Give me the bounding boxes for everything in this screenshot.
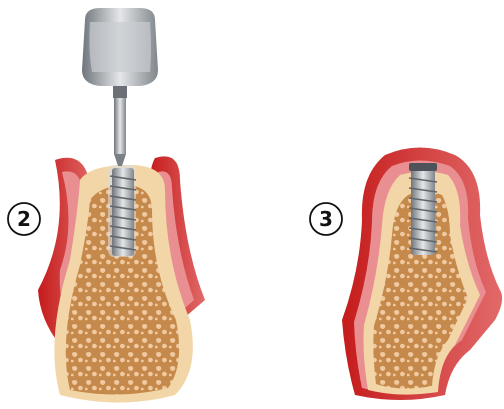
step-2-badge: 2 bbox=[8, 203, 40, 235]
step-3-badge: 3 bbox=[310, 203, 342, 235]
step-2-illustration: 2 bbox=[8, 8, 205, 403]
step-3-illustration: 3 bbox=[310, 148, 502, 401]
dental-implant-icon bbox=[108, 165, 136, 257]
step-2-number: 2 bbox=[17, 207, 31, 231]
step-3-number: 3 bbox=[319, 207, 333, 231]
dental-implant-icon bbox=[409, 163, 437, 255]
implant-driver-icon bbox=[82, 8, 158, 166]
